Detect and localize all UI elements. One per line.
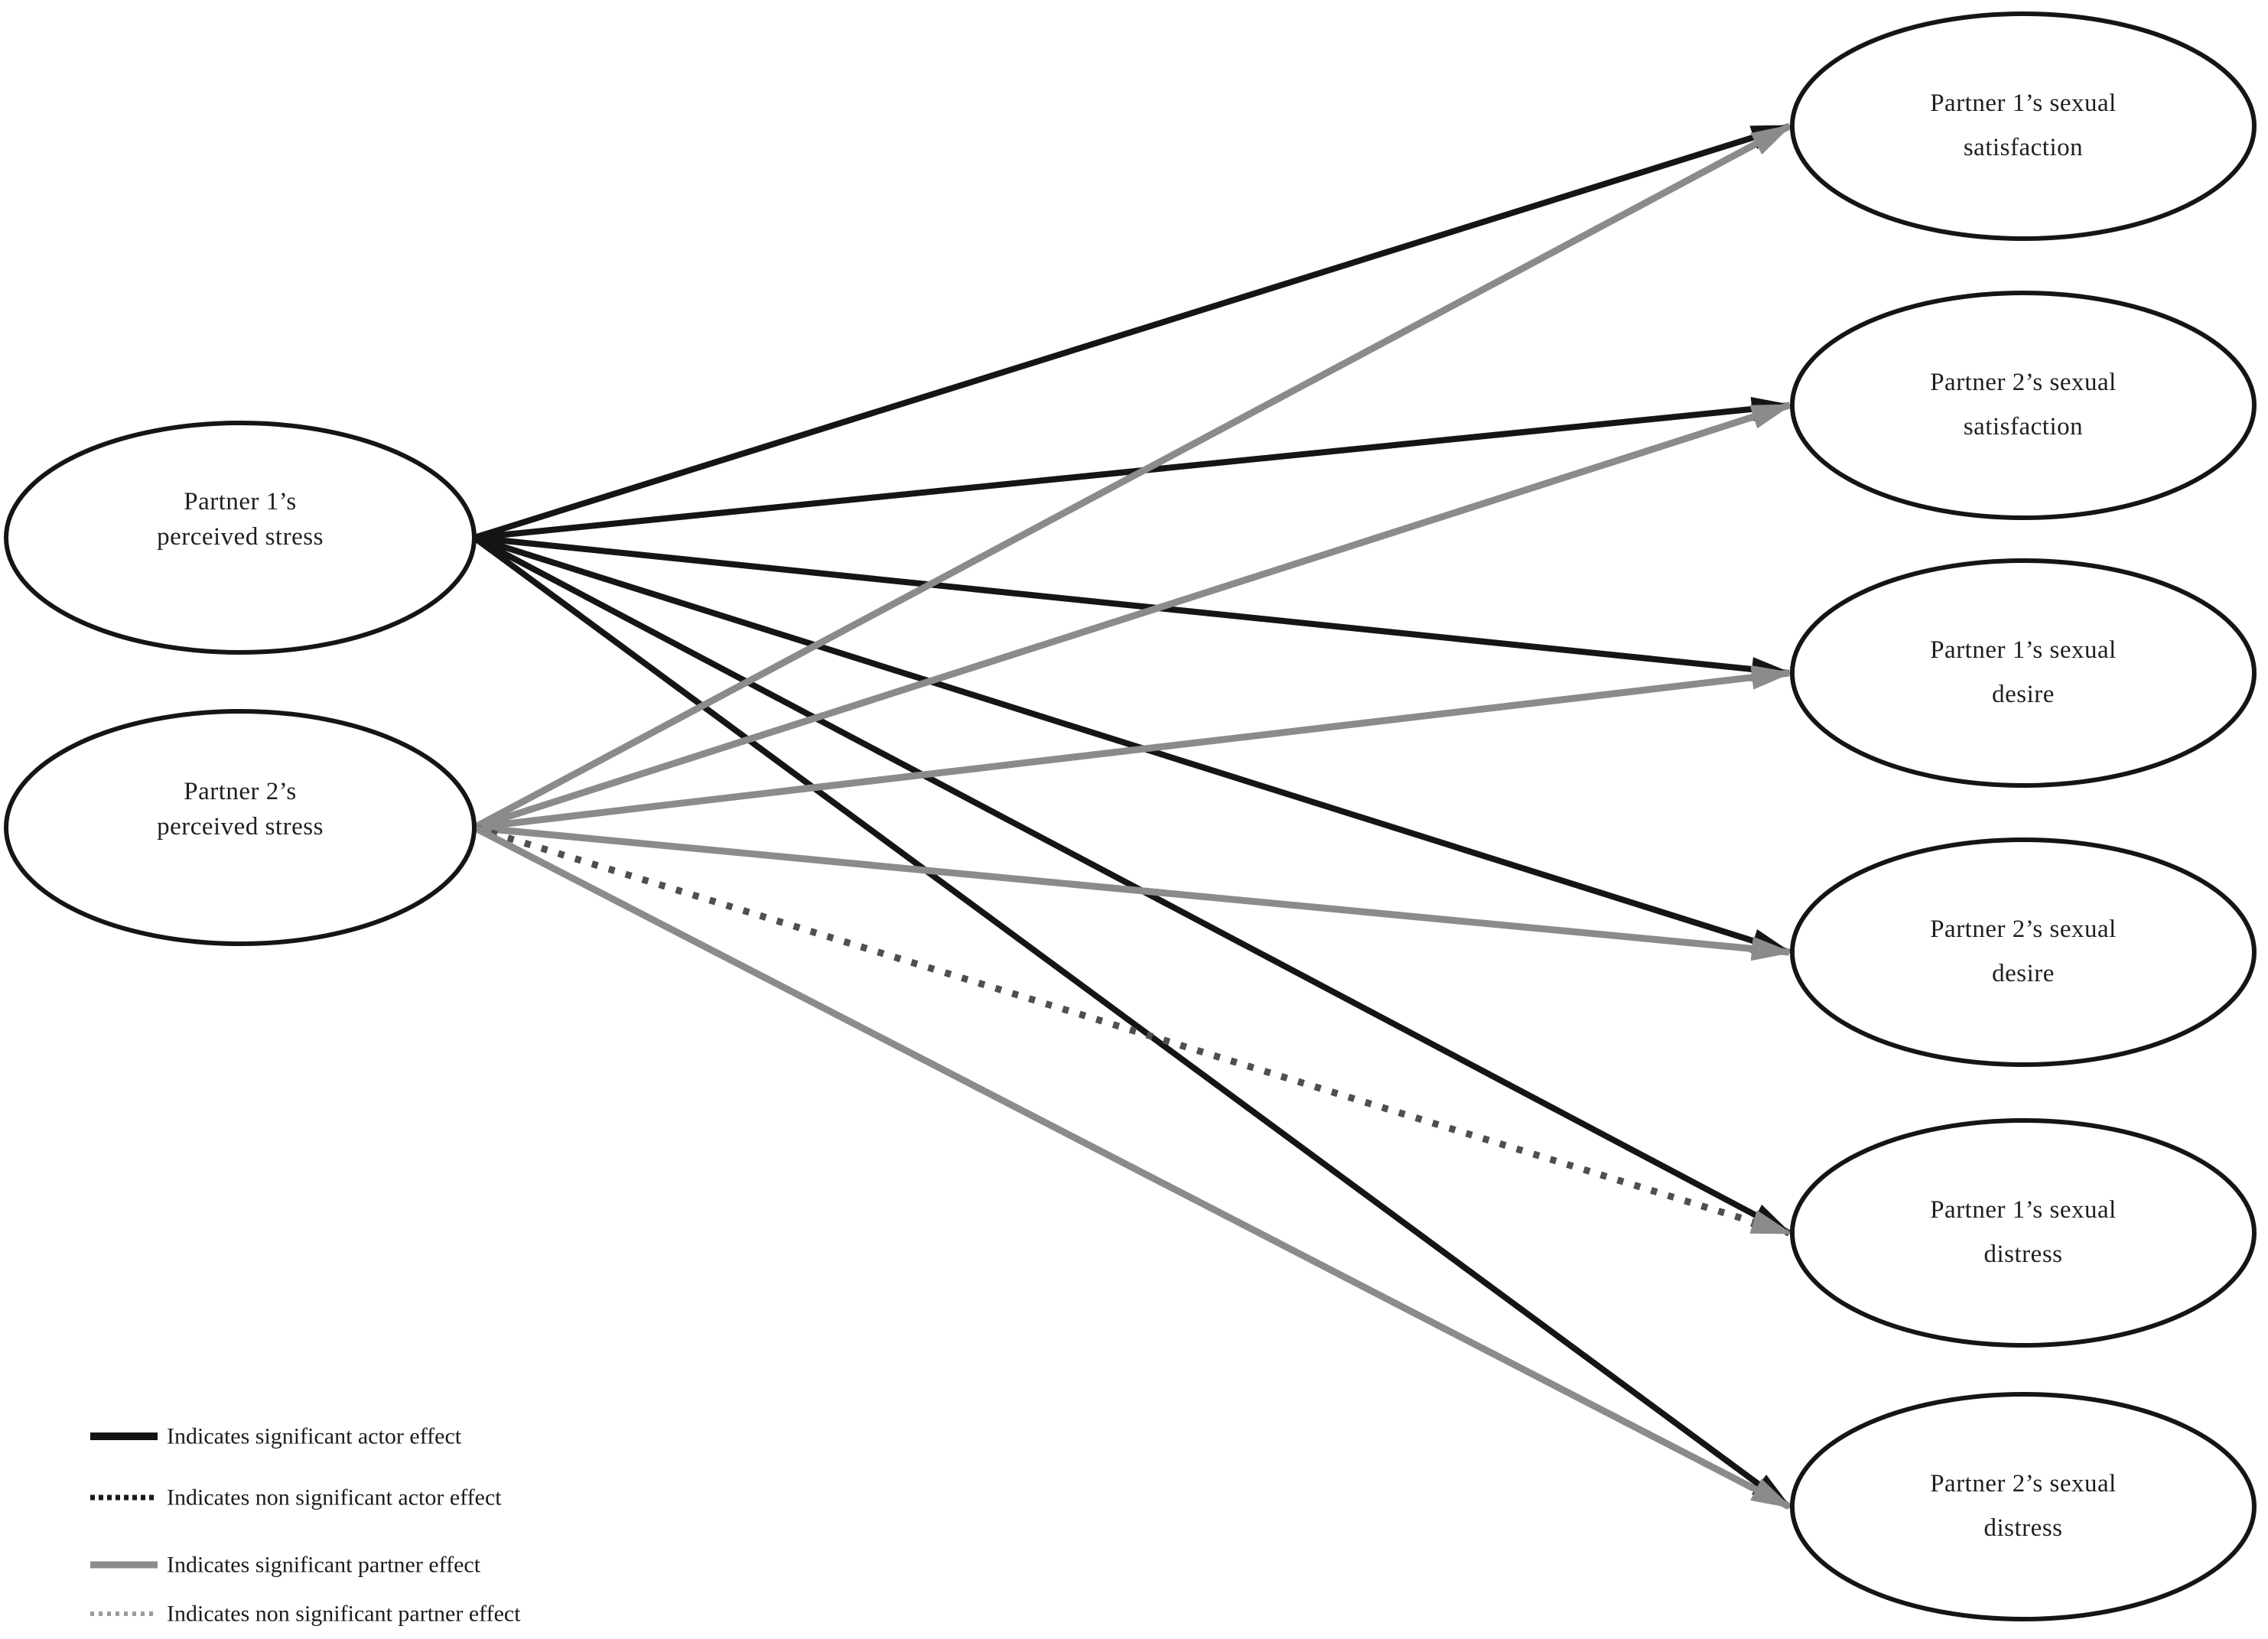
- node-label-p2-distress-line-1: distress: [1984, 1514, 2063, 1542]
- node-label-p2-distress-line-0: Partner 2’s sexual: [1930, 1470, 2117, 1498]
- edge-p2-stress-to-p2-satisfaction: [473, 402, 1793, 831]
- node-label-p1-stress-line-0: Partner 1’s: [184, 488, 297, 515]
- node-label-p2-satisfaction-line-1: satisfaction: [1964, 413, 2083, 441]
- node-label-p1-satisfaction-line-0: Partner 1’s sexual: [1930, 89, 2117, 117]
- node-label-p2-desire-line-1: desire: [1992, 960, 2055, 987]
- edge-p2-stress-to-p2-desire: [473, 824, 1793, 961]
- legend-item-solid-black: Indicates significant actor effect: [90, 1424, 462, 1449]
- legend-item-dotted-black: Indicates non significant actor effect: [90, 1485, 502, 1511]
- edges-layer: [472, 123, 1793, 1510]
- node-ellipse-p2-stress: [4, 709, 477, 946]
- edge-p1-stress-to-p1-desire: [473, 535, 1793, 681]
- legend-label-dotted-black: Indicates non significant actor effect: [167, 1485, 502, 1511]
- node-label-p1-stress-line-1: perceived stress: [157, 523, 324, 551]
- edge-p1-stress-to-p2-satisfaction: [473, 396, 1793, 541]
- node-p1-satisfaction: Partner 1’s sexual satisfaction: [1790, 11, 2257, 241]
- node-ellipse-p1-satisfaction: [1790, 11, 2257, 241]
- edge-p2-stress-to-p1-distress: [473, 824, 1793, 1237]
- node-p1-stress: Partner 1’s perceived stress: [4, 421, 477, 655]
- node-p2-distress: Partner 2’s sexual distress: [1790, 1392, 2257, 1621]
- node-label-p1-satisfaction-line-1: satisfaction: [1964, 134, 2083, 161]
- node-p1-desire: Partner 1’s sexual desire: [1790, 558, 2257, 788]
- edge-p1-stress-to-p2-desire: [473, 535, 1793, 955]
- node-p2-stress: Partner 2’s perceived stress: [4, 709, 477, 946]
- node-label-p1-distress-line-1: distress: [1984, 1241, 2063, 1268]
- node-label-p1-desire-line-1: desire: [1992, 681, 2055, 708]
- node-label-p2-stress-line-0: Partner 2’s: [184, 778, 297, 805]
- node-p2-desire: Partner 2’s sexual desire: [1790, 837, 2257, 1067]
- node-label-p2-satisfaction-line-0: Partner 2’s sexual: [1930, 369, 2117, 396]
- legend: Indicates significant actor effectIndica…: [90, 1424, 521, 1627]
- node-label-p2-stress-line-1: perceived stress: [157, 813, 324, 841]
- edge-p2-stress-to-p1-desire: [473, 665, 1793, 831]
- node-label-p1-desire-line-0: Partner 1’s sexual: [1930, 636, 2117, 664]
- node-p2-satisfaction: Partner 2’s sexual satisfaction: [1790, 291, 2257, 520]
- legend-label-solid-gray: Indicates significant partner effect: [167, 1553, 481, 1578]
- node-ellipse-p2-distress: [1790, 1392, 2257, 1621]
- edge-p1-stress-to-p1-distress: [473, 535, 1793, 1236]
- node-ellipse-p1-distress: [1790, 1118, 2257, 1348]
- node-p1-distress: Partner 1’s sexual distress: [1790, 1118, 2257, 1348]
- node-label-p2-desire-line-0: Partner 2’s sexual: [1930, 915, 2117, 943]
- node-ellipse-p2-satisfaction: [1790, 291, 2257, 520]
- edge-p1-stress-to-p1-satisfaction: [473, 123, 1793, 541]
- node-ellipse-p1-desire: [1790, 558, 2257, 788]
- legend-item-solid-gray: Indicates significant partner effect: [90, 1553, 481, 1578]
- edge-p2-stress-to-p1-satisfaction: [472, 123, 1793, 831]
- edge-p1-stress-to-p2-distress: [472, 535, 1793, 1510]
- edge-p2-stress-to-p2-distress: [472, 824, 1793, 1510]
- node-ellipse-p2-desire: [1790, 837, 2257, 1067]
- node-ellipse-p1-stress: [4, 421, 477, 655]
- node-label-p1-distress-line-0: Partner 1’s sexual: [1930, 1196, 2117, 1224]
- legend-label-solid-black: Indicates significant actor effect: [167, 1424, 462, 1449]
- legend-label-dotted-gray: Indicates non significant partner effect: [167, 1602, 521, 1627]
- legend-item-dotted-gray: Indicates non significant partner effect: [90, 1602, 521, 1627]
